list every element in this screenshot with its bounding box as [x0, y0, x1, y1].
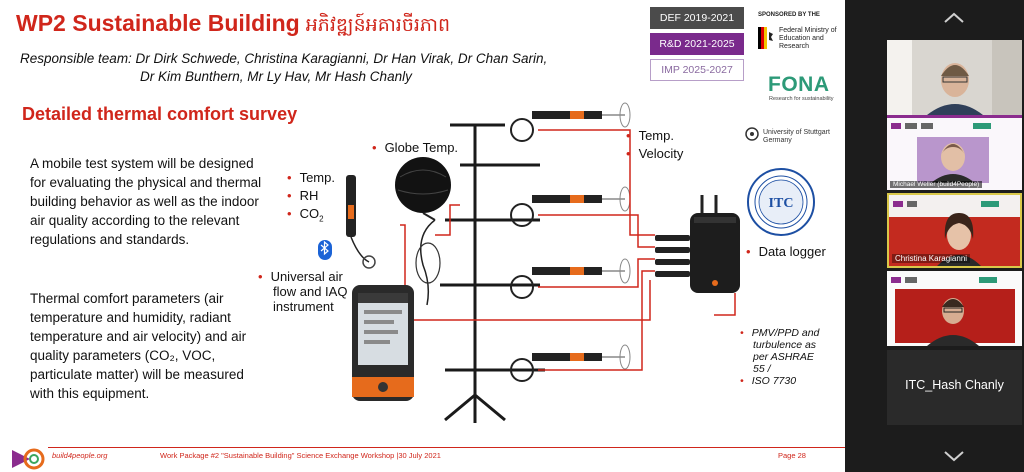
participant-tile-active-speaker[interactable]: Christina Karagianni	[887, 193, 1022, 268]
svg-text:ITC: ITC	[769, 196, 794, 211]
measurement-setup-diagram	[318, 102, 740, 423]
participant-tile[interactable]	[887, 40, 1022, 115]
handheld-instrument	[352, 285, 414, 401]
itc-logo-icon: ITC	[747, 168, 815, 236]
label-temp: •Temp.	[287, 170, 335, 185]
tripod-stand	[440, 123, 545, 423]
footer-site: build4people.org	[52, 451, 108, 460]
description-paragraph-2: Thermal comfort parameters (air temperat…	[30, 291, 247, 401]
slide-title-text: WP2 Sustainable Building	[16, 10, 300, 36]
participant-name: Michael Weller (build4People)	[890, 181, 983, 188]
section-heading: Detailed thermal comfort survey	[22, 104, 298, 124]
participant-tile[interactable]	[887, 271, 1022, 346]
stuttgart-logo-icon	[745, 127, 759, 141]
label-air-temp: •Temp.	[626, 128, 674, 143]
participant-name: Christina Karagianni	[892, 254, 971, 263]
participant-video	[887, 271, 1022, 346]
participant-video	[889, 195, 1020, 266]
status-badge-def: DEF 2019-2021	[650, 7, 744, 29]
humidity-probe	[346, 175, 376, 269]
participant-tile[interactable]: ITC_Hash Chanly	[887, 350, 1022, 425]
stuttgart-text: University of Stuttgart Germany	[763, 129, 830, 145]
responsible-team-line-2: Dr Kim Bunthern, Mr Ly Hav, Mr Hash Chan…	[140, 69, 412, 84]
globe-thermometer	[395, 157, 451, 306]
participant-video	[887, 40, 1022, 115]
air-velocity-probes	[510, 102, 631, 382]
footer-workshop-text: Work Package #2 "Sustainable Building" S…	[160, 451, 441, 460]
standards-note: •PMV/PPD and turbulence as per ASHRAE 55…	[740, 327, 820, 387]
participant-name: ITC_Hash Chanly	[905, 378, 1004, 392]
chevron-up-icon[interactable]	[943, 12, 965, 24]
responsible-team-line-1: Responsible team: Dr Dirk Schwede, Chris…	[20, 51, 548, 66]
chevron-down-icon[interactable]	[943, 450, 965, 462]
participant-video	[887, 115, 1022, 190]
slide-footer: build4people.org Work Package #2 "Sustai…	[0, 445, 845, 472]
stuttgart-country: Germany	[763, 137, 792, 144]
label-instrument: •Universal air flow and IAQ instrument	[258, 269, 348, 314]
label-data-logger: •Data logger	[746, 244, 826, 259]
bmbf-text: Federal Ministry of Education and Resear…	[779, 27, 837, 50]
stuttgart-name: University of Stuttgart	[763, 129, 830, 136]
label-velocity: •Velocity	[626, 146, 684, 161]
data-logger-device	[655, 195, 740, 293]
label-rh: •RH	[287, 188, 319, 203]
federal-eagle-icon	[758, 27, 773, 49]
participant-tile[interactable]: Michael Weller (build4People)	[887, 115, 1022, 190]
fona-logo: FONA	[768, 73, 830, 96]
sponsored-by-label: SPONSORED BY THE	[758, 12, 820, 18]
fona-subtitle: Research for sustainability	[769, 96, 834, 102]
label-globe-temp: •Globe Temp.	[372, 140, 459, 155]
status-badge-imp: IMP 2025-2027	[650, 59, 744, 81]
label-co2: •CO2	[287, 206, 324, 224]
footer-divider	[48, 447, 845, 448]
cable-connections	[400, 129, 736, 371]
description-paragraph-1: A mobile test system will be designed fo…	[30, 156, 262, 247]
build4people-logo-icon	[12, 448, 45, 470]
footer-page-number: Page 28	[778, 451, 806, 460]
slide-title-khmer: អភិវឌ្ឍន៍អគារចីរភាព	[305, 15, 451, 36]
status-badge-rd: R&D 2021-2025	[650, 33, 744, 55]
bluetooth-icon	[318, 240, 332, 260]
